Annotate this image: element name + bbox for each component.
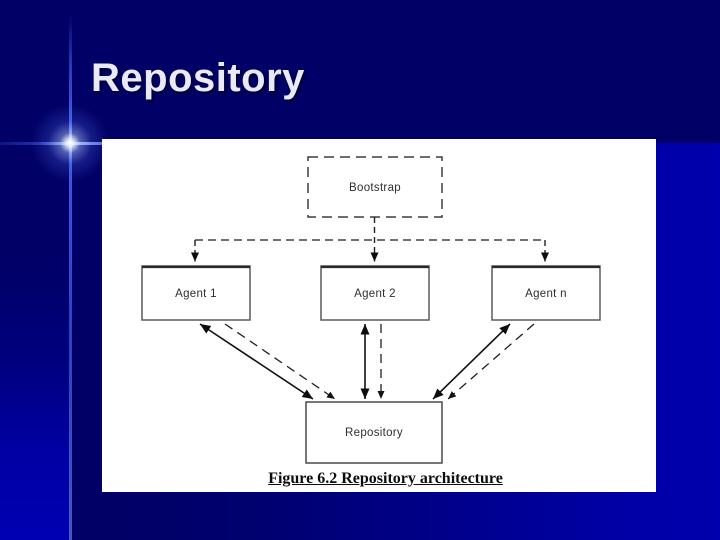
flare-cross-glow-icon <box>25 98 115 188</box>
architecture-diagram: Bootstrap Agent 1 Agent 2 Agent n Reposi… <box>141 156 601 464</box>
connector-agentn-repo-solid <box>432 323 511 400</box>
agentn-label: Agent n <box>525 288 567 300</box>
bootstrap-box <box>307 156 443 218</box>
repository-label: Repository <box>345 427 403 439</box>
slide-title: Repository <box>91 56 305 100</box>
agent2-label: Agent 2 <box>354 288 396 300</box>
bootstrap-label: Bootstrap <box>349 182 401 194</box>
agent1-label: Agent 1 <box>175 288 217 300</box>
connector-agentn-repo-dashed <box>447 323 535 400</box>
figure-caption: Figure 6.2 Repository architecture <box>268 470 503 487</box>
background-left-band <box>0 0 70 540</box>
connector-agent1-repo-solid <box>199 323 314 400</box>
content-panel: Bootstrap Agent 1 Agent 2 Agent n Reposi… <box>102 139 656 492</box>
agent1-box <box>141 265 251 321</box>
agentn-box <box>491 265 601 321</box>
connector-agent1-repo-dashed <box>224 323 336 400</box>
agent2-box <box>320 265 430 321</box>
repository-box <box>305 401 443 464</box>
flare-vertical-line <box>68 14 72 540</box>
